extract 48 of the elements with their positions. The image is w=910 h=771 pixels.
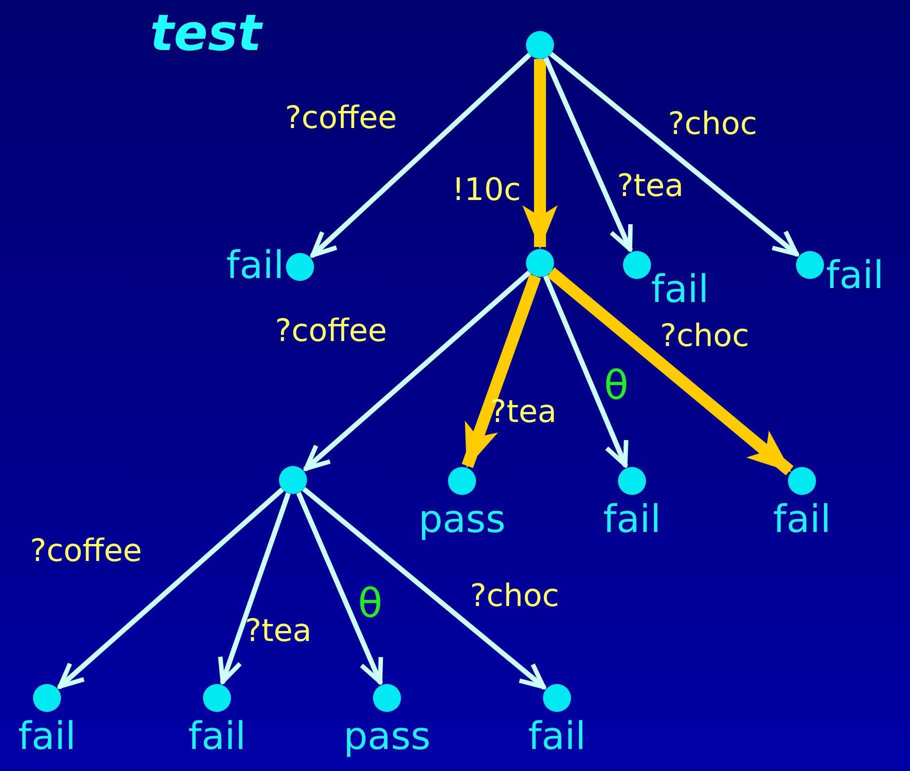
state-node <box>203 684 231 712</box>
state-node <box>448 467 476 495</box>
state-node <box>279 466 307 494</box>
edge-label: ?choc <box>470 578 560 616</box>
edge-label: θ <box>358 580 382 628</box>
arrow <box>302 486 546 690</box>
edge-label: ?coffee <box>285 100 397 138</box>
arrow <box>549 52 800 257</box>
verdict-label: fail <box>18 714 76 758</box>
state-node <box>526 31 554 59</box>
verdict-label: fail <box>773 497 831 541</box>
arrow <box>546 267 794 476</box>
state-node <box>286 253 314 281</box>
arrow <box>218 492 291 684</box>
arrow <box>522 59 558 250</box>
verdict-label: fail <box>826 253 884 297</box>
edge-label: ?tea <box>617 168 684 206</box>
verdict-label: fail <box>603 497 661 541</box>
verdict-label: pass <box>418 497 506 541</box>
arrow <box>543 56 633 252</box>
verdict-label: fail <box>528 714 586 758</box>
state-node <box>788 467 816 495</box>
edge-label: ?choc <box>668 106 758 144</box>
arrow <box>303 270 532 472</box>
state-node <box>526 249 554 277</box>
state-node <box>543 684 571 712</box>
title: test <box>150 4 262 62</box>
edge-label: ?tea <box>490 394 557 432</box>
verdict-label: fail <box>226 243 284 287</box>
verdict-label: fail <box>188 714 246 758</box>
edge-label: ?tea <box>245 613 312 650</box>
state-node <box>373 684 401 712</box>
arrow <box>296 492 384 684</box>
edge-label: ?coffee <box>30 533 142 570</box>
arrow <box>57 487 284 690</box>
state-node <box>623 251 651 279</box>
state-node <box>796 251 824 279</box>
state-node <box>33 684 61 712</box>
arrow <box>462 274 541 468</box>
edge-label: ?coffee <box>275 313 387 350</box>
edge-label: ?choc <box>660 318 750 356</box>
arrow <box>310 52 532 258</box>
arrow <box>543 274 628 468</box>
edge-label: !10c <box>452 172 521 210</box>
edge-label: θ <box>604 362 628 410</box>
verdict-label: fail <box>651 267 709 311</box>
verdict-label: pass <box>344 714 430 758</box>
state-node <box>618 467 646 495</box>
